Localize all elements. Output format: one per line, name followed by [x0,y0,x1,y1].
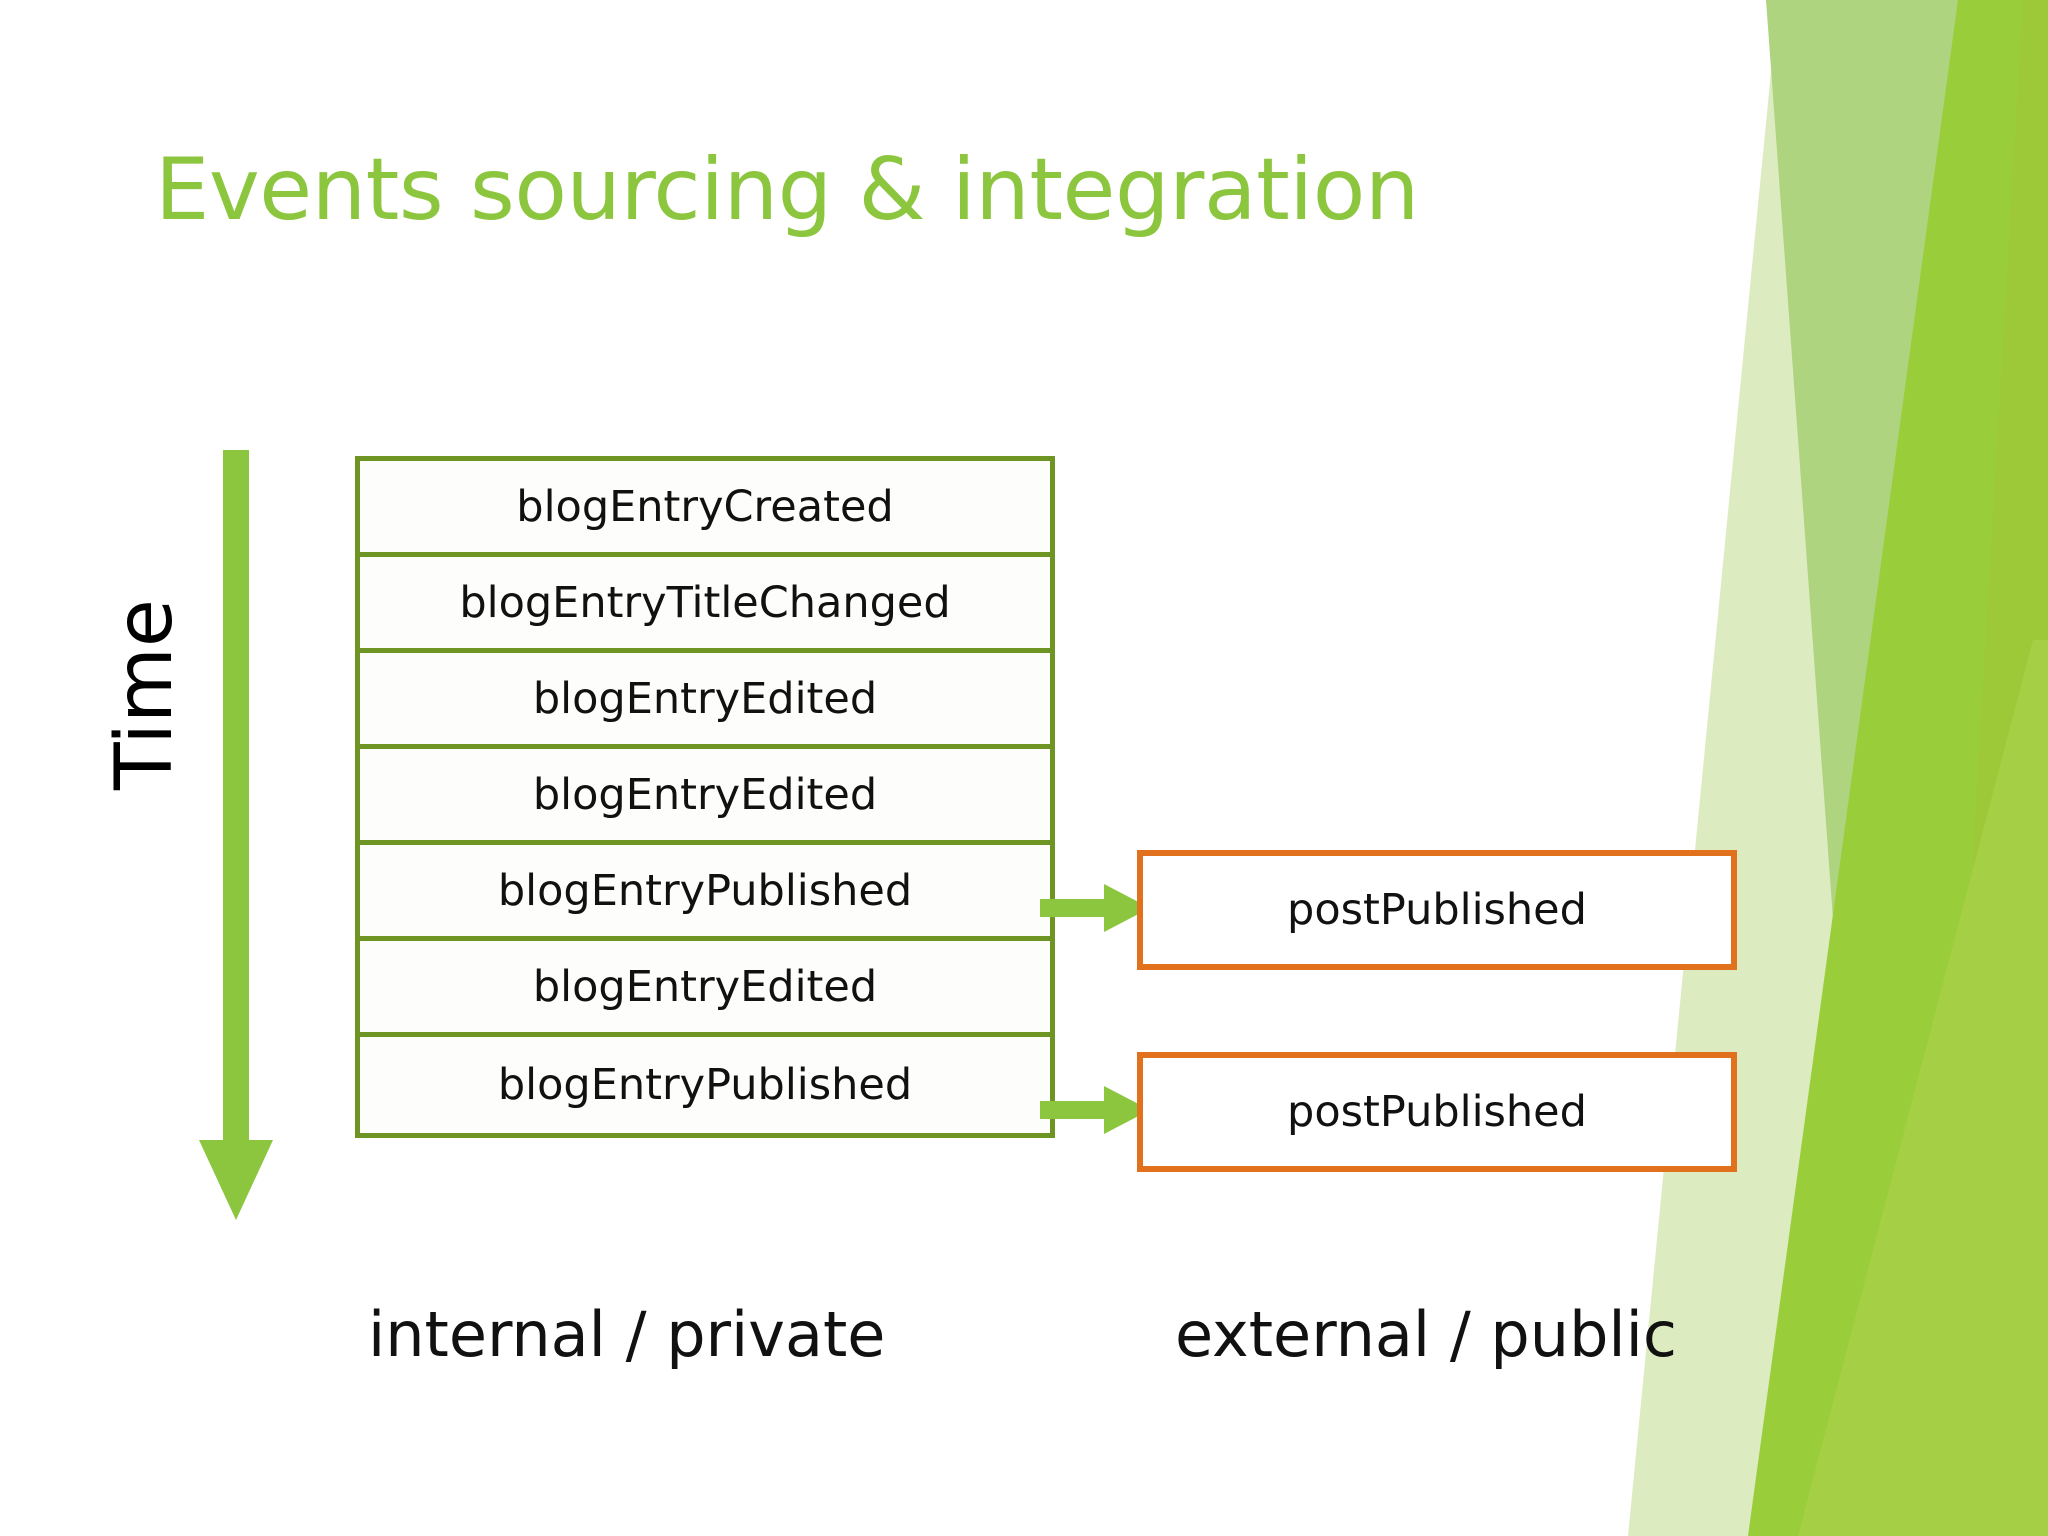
decorative-ribbon-graphic [1628,0,2048,1536]
event-label: blogEntryPublished [497,865,913,916]
external-event-box[interactable]: postPublished [1137,850,1737,970]
event-box[interactable]: blogEntryEdited [360,653,1050,749]
external-event-label: postPublished [1287,885,1587,935]
event-label: blogEntryEdited [532,673,878,724]
deco-shape-overlay [1798,640,2048,1536]
external-event-label: postPublished [1287,1087,1587,1137]
deco-shape-light [1628,0,2048,1536]
deco-shape-bright [1748,0,2048,1536]
event-box[interactable]: blogEntryEdited [360,941,1050,1037]
external-event-box[interactable]: postPublished [1137,1052,1737,1172]
right-arrow-icon [1040,884,1150,932]
page-title: Events sourcing & integration [155,140,1419,240]
event-label: blogEntryEdited [532,961,878,1012]
deco-shape-dark-accent [1933,0,2048,1536]
internal-event-stream: blogEntryCreated blogEntryTitleChanged b… [355,456,1055,1138]
event-box[interactable]: blogEntryEdited [360,749,1050,845]
time-axis-label: Time [100,599,190,790]
external-stream-caption: external / public [1175,1298,1677,1371]
deco-shape-mid [1766,0,2048,1536]
event-label: blogEntryPublished [497,1060,913,1110]
time-arrow-icon [199,450,273,1220]
event-label: blogEntryCreated [516,481,894,532]
event-box[interactable]: blogEntryPublished [360,845,1050,941]
right-arrow-icon [1040,1086,1150,1134]
internal-stream-caption: internal / private [368,1298,886,1371]
event-box[interactable]: blogEntryPublished [360,1037,1050,1133]
event-box[interactable]: blogEntryTitleChanged [360,557,1050,653]
event-label: blogEntryTitleChanged [459,577,951,628]
event-label: blogEntryEdited [532,769,878,820]
event-box[interactable]: blogEntryCreated [360,461,1050,557]
